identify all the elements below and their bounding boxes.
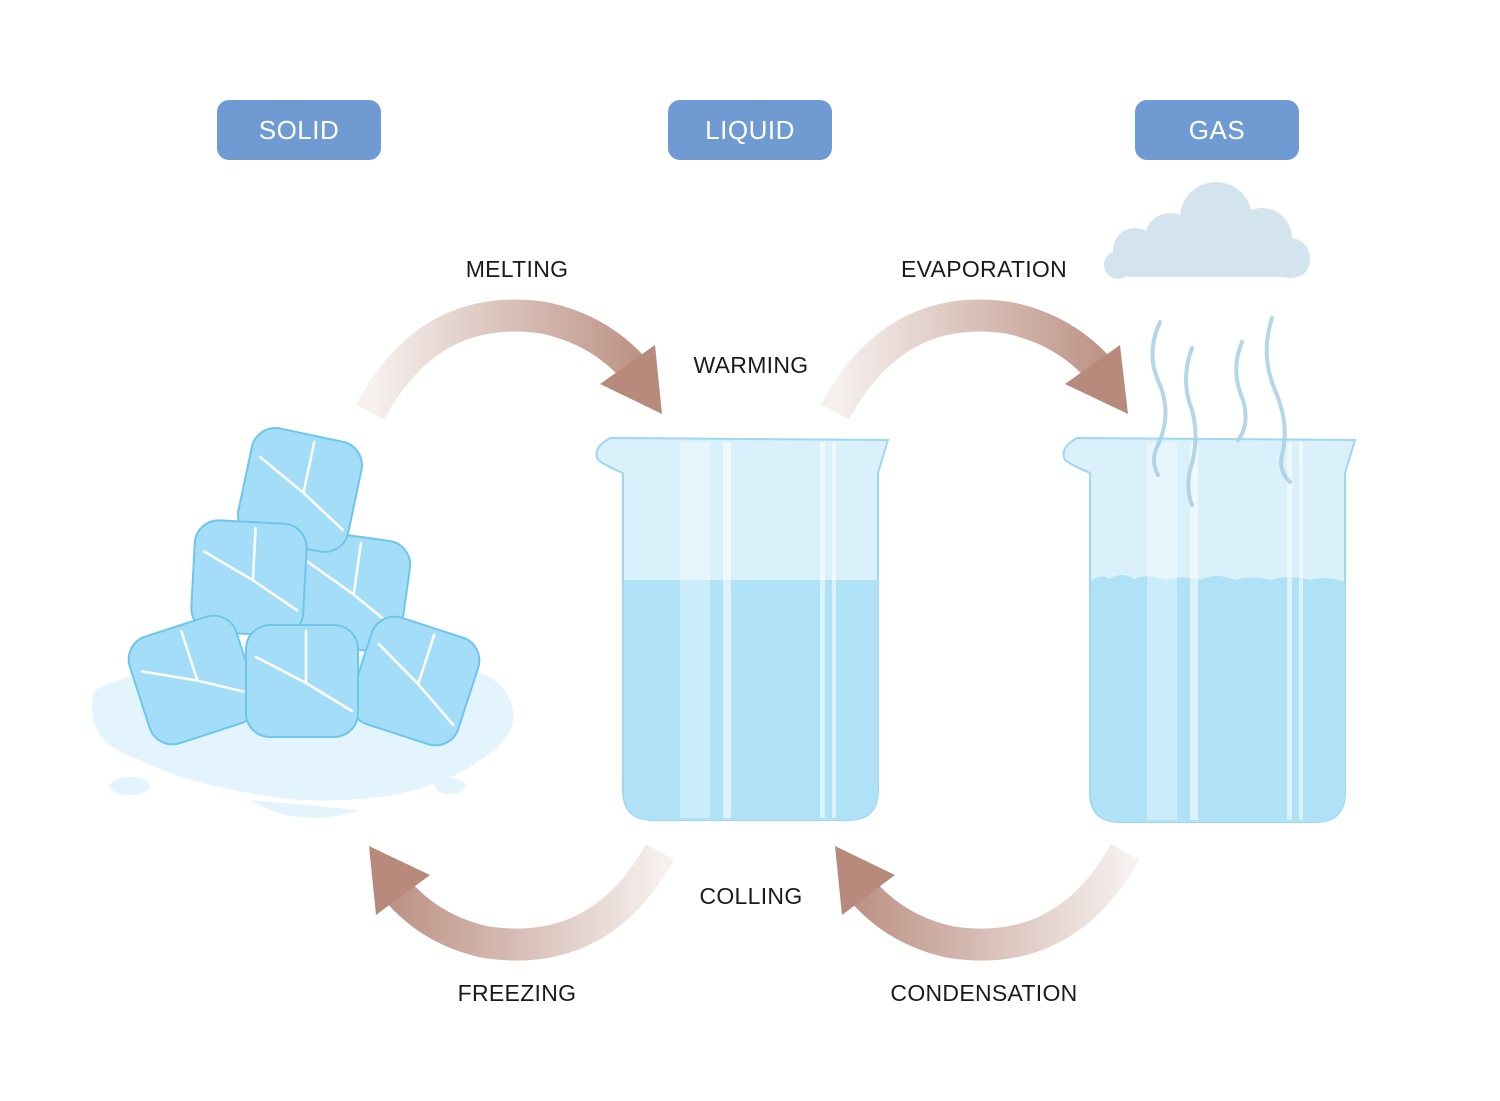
cloud-icon <box>1104 182 1310 279</box>
evaporation-label: EVAPORATION <box>900 256 1068 282</box>
evaporation-arrow <box>820 299 1128 420</box>
gas-badge: GAS <box>1135 100 1299 160</box>
liquid-beaker <box>595 436 890 821</box>
melting-label: MELTING <box>465 256 569 282</box>
ice-cube-icon <box>244 623 360 739</box>
gas-beaker <box>1062 436 1357 823</box>
ice-cubes <box>121 422 487 753</box>
freezing-arrow <box>369 844 674 961</box>
condensation-arrow <box>835 844 1139 961</box>
melting-arrow <box>355 299 662 420</box>
liquid-badge: LIQUID <box>668 100 832 160</box>
freezing-label: FREEZING <box>457 980 577 1006</box>
warming-label: WARMING <box>693 352 809 378</box>
condensation-label: CONDENSATION <box>890 980 1078 1006</box>
solid-badge: SOLID <box>217 100 381 160</box>
steam-icon <box>1150 316 1292 507</box>
cooling-label: COLLING <box>699 883 803 909</box>
